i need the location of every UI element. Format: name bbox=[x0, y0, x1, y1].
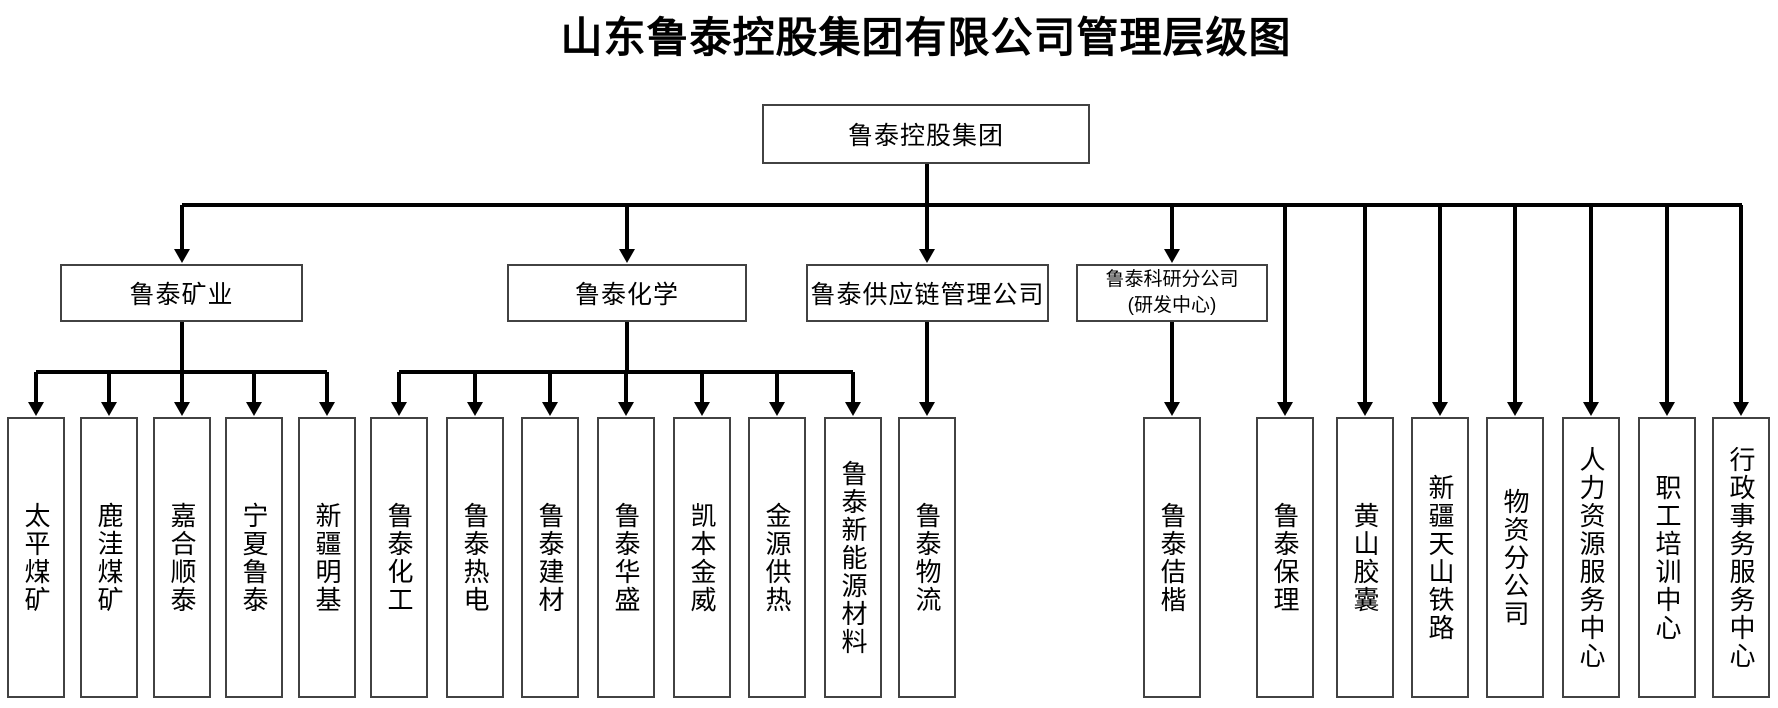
node-xinjiang-mingji: 新疆明基 bbox=[298, 417, 356, 698]
node-jinyuan-heating: 金源供热 bbox=[748, 417, 806, 698]
node-lutai-research-branch: 鲁泰科研分公司 (研发中心) bbox=[1076, 264, 1268, 322]
connector-mining-branch bbox=[34, 322, 329, 403]
research-branch-sublabel: (研发中心) bbox=[1127, 295, 1217, 316]
node-materials-branch: 物资分公司 bbox=[1486, 417, 1544, 698]
node-hr-service-center: 人力资源服务中心 bbox=[1562, 417, 1620, 698]
connector-root-trunk bbox=[182, 164, 1742, 207]
node-lutai-new-energy-materials: 鲁泰新能源材料 bbox=[824, 417, 882, 698]
chart-title: 山东鲁泰控股集团有限公司管理层级图 bbox=[560, 16, 1292, 62]
node-lutai-supply-chain-management: 鲁泰供应链管理公司 bbox=[806, 264, 1049, 322]
connector-level2-drops bbox=[180, 205, 1174, 250]
node-huangshan-capsule: 黄山胶囊 bbox=[1336, 417, 1394, 698]
node-admin-affairs-service-center: 行政事务服务中心 bbox=[1712, 417, 1770, 698]
node-lutai-holding-group: 鲁泰控股集团 bbox=[762, 104, 1090, 164]
node-xinjiang-tianshan-railway: 新疆天山铁路 bbox=[1411, 417, 1469, 698]
node-luwa-coal-mine: 鹿洼煤矿 bbox=[80, 417, 138, 698]
research-branch-label: 鲁泰科研分公司 bbox=[1105, 269, 1239, 290]
node-staff-training-center: 职工培训中心 bbox=[1638, 417, 1696, 698]
connector-chemistry-branch bbox=[397, 322, 855, 403]
node-lutai-logistics: 鲁泰物流 bbox=[898, 417, 956, 698]
node-lutai-mining: 鲁泰矿业 bbox=[60, 264, 303, 322]
node-jiahe-shuntai: 嘉合顺泰 bbox=[153, 417, 211, 698]
connector-headquarters-drops bbox=[1283, 205, 1743, 403]
node-lutai-thermal-power: 鲁泰热电 bbox=[446, 417, 504, 698]
node-lutai-building-materials: 鲁泰建材 bbox=[521, 417, 579, 698]
node-lutai-jikai: 鲁泰佶楷 bbox=[1143, 417, 1201, 698]
node-lutai-chemistry: 鲁泰化学 bbox=[507, 264, 747, 322]
node-lutai-factoring: 鲁泰保理 bbox=[1256, 417, 1314, 698]
node-kaiben-jinwei: 凯本金威 bbox=[673, 417, 731, 698]
node-ningxia-lutai: 宁夏鲁泰 bbox=[225, 417, 283, 698]
node-lutai-chemical-engineering: 鲁泰化工 bbox=[370, 417, 428, 698]
node-lutai-huasheng: 鲁泰华盛 bbox=[597, 417, 655, 698]
node-taiping-coal-mine: 太平煤矿 bbox=[7, 417, 65, 698]
